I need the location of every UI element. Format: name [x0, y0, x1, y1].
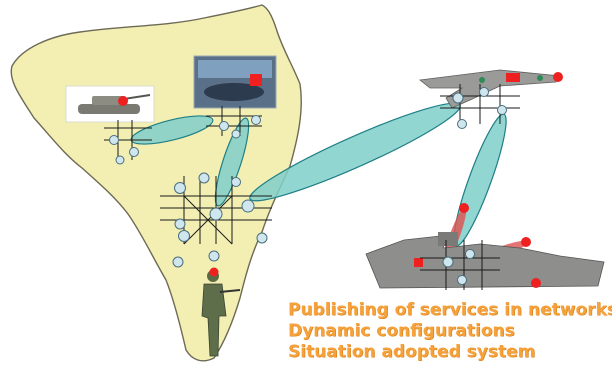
caption-line-1: Publishing of services in networks [288, 300, 612, 320]
network-nodes [109, 87, 507, 285]
soldier-icon [201, 267, 241, 357]
communication-links [130, 102, 507, 247]
ship-icon [365, 203, 605, 289]
caption-line-3: Situation adopted system [288, 342, 536, 362]
link-command-hub [214, 117, 250, 207]
caption-line-2: Dynamic configurations [288, 321, 515, 341]
tank-icon [65, 85, 155, 123]
caption-block: Publishing of services in networks Dynam… [288, 300, 612, 363]
aircraft-icon [419, 69, 563, 109]
command-center-icon [193, 55, 277, 109]
